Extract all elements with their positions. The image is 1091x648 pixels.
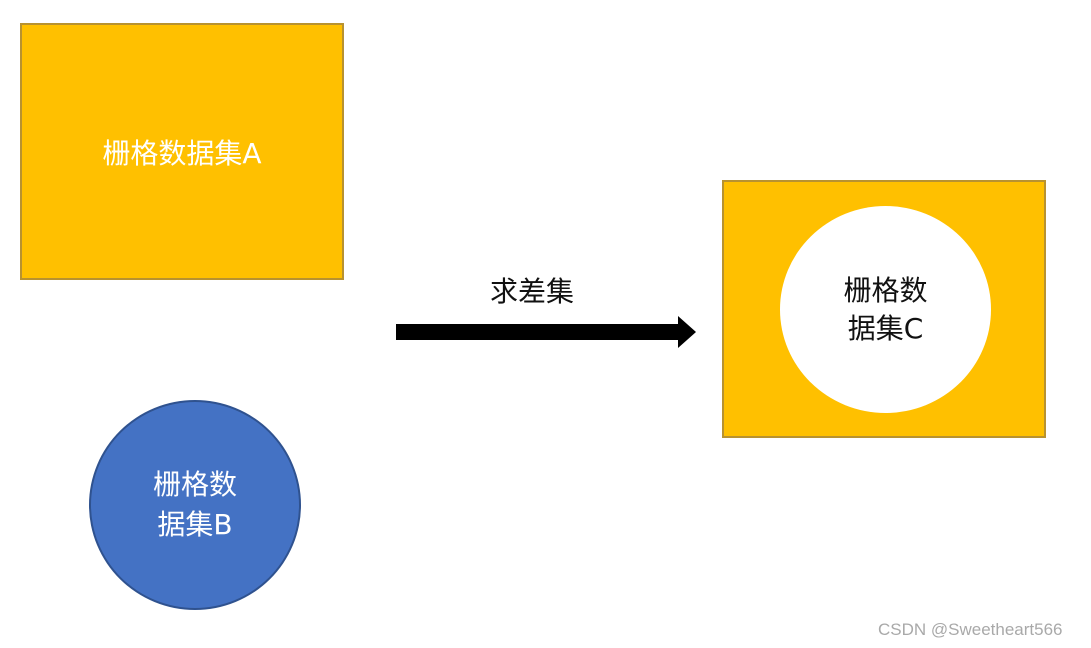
- arrow-shape: [396, 316, 696, 348]
- watermark-text: CSDN @Sweetheart566: [878, 620, 1063, 639]
- arrow-right-icon: [396, 316, 696, 348]
- difference-operation-label: 求差集: [490, 275, 575, 308]
- raster-dataset-b-label-line2: 据集B: [157, 508, 233, 541]
- raster-dataset-b-label-line1: 栅格数: [152, 468, 237, 501]
- raster-dataset-a-box: 栅格数据集A: [20, 23, 344, 280]
- raster-dataset-c-label-line1: 栅格数: [843, 273, 928, 307]
- raster-dataset-a-label: 栅格数据集A: [102, 136, 262, 170]
- raster-dataset-c-label: 栅格数 据集C: [836, 272, 936, 348]
- raster-dataset-b-circle: 栅格数 据集B: [89, 400, 301, 610]
- raster-dataset-b-label: 栅格数 据集B: [145, 465, 245, 545]
- raster-dataset-c-label-line2: 据集C: [847, 311, 924, 345]
- raster-dataset-c-hole: 栅格数 据集C: [780, 206, 991, 413]
- raster-dataset-c-box: 栅格数 据集C: [722, 180, 1046, 438]
